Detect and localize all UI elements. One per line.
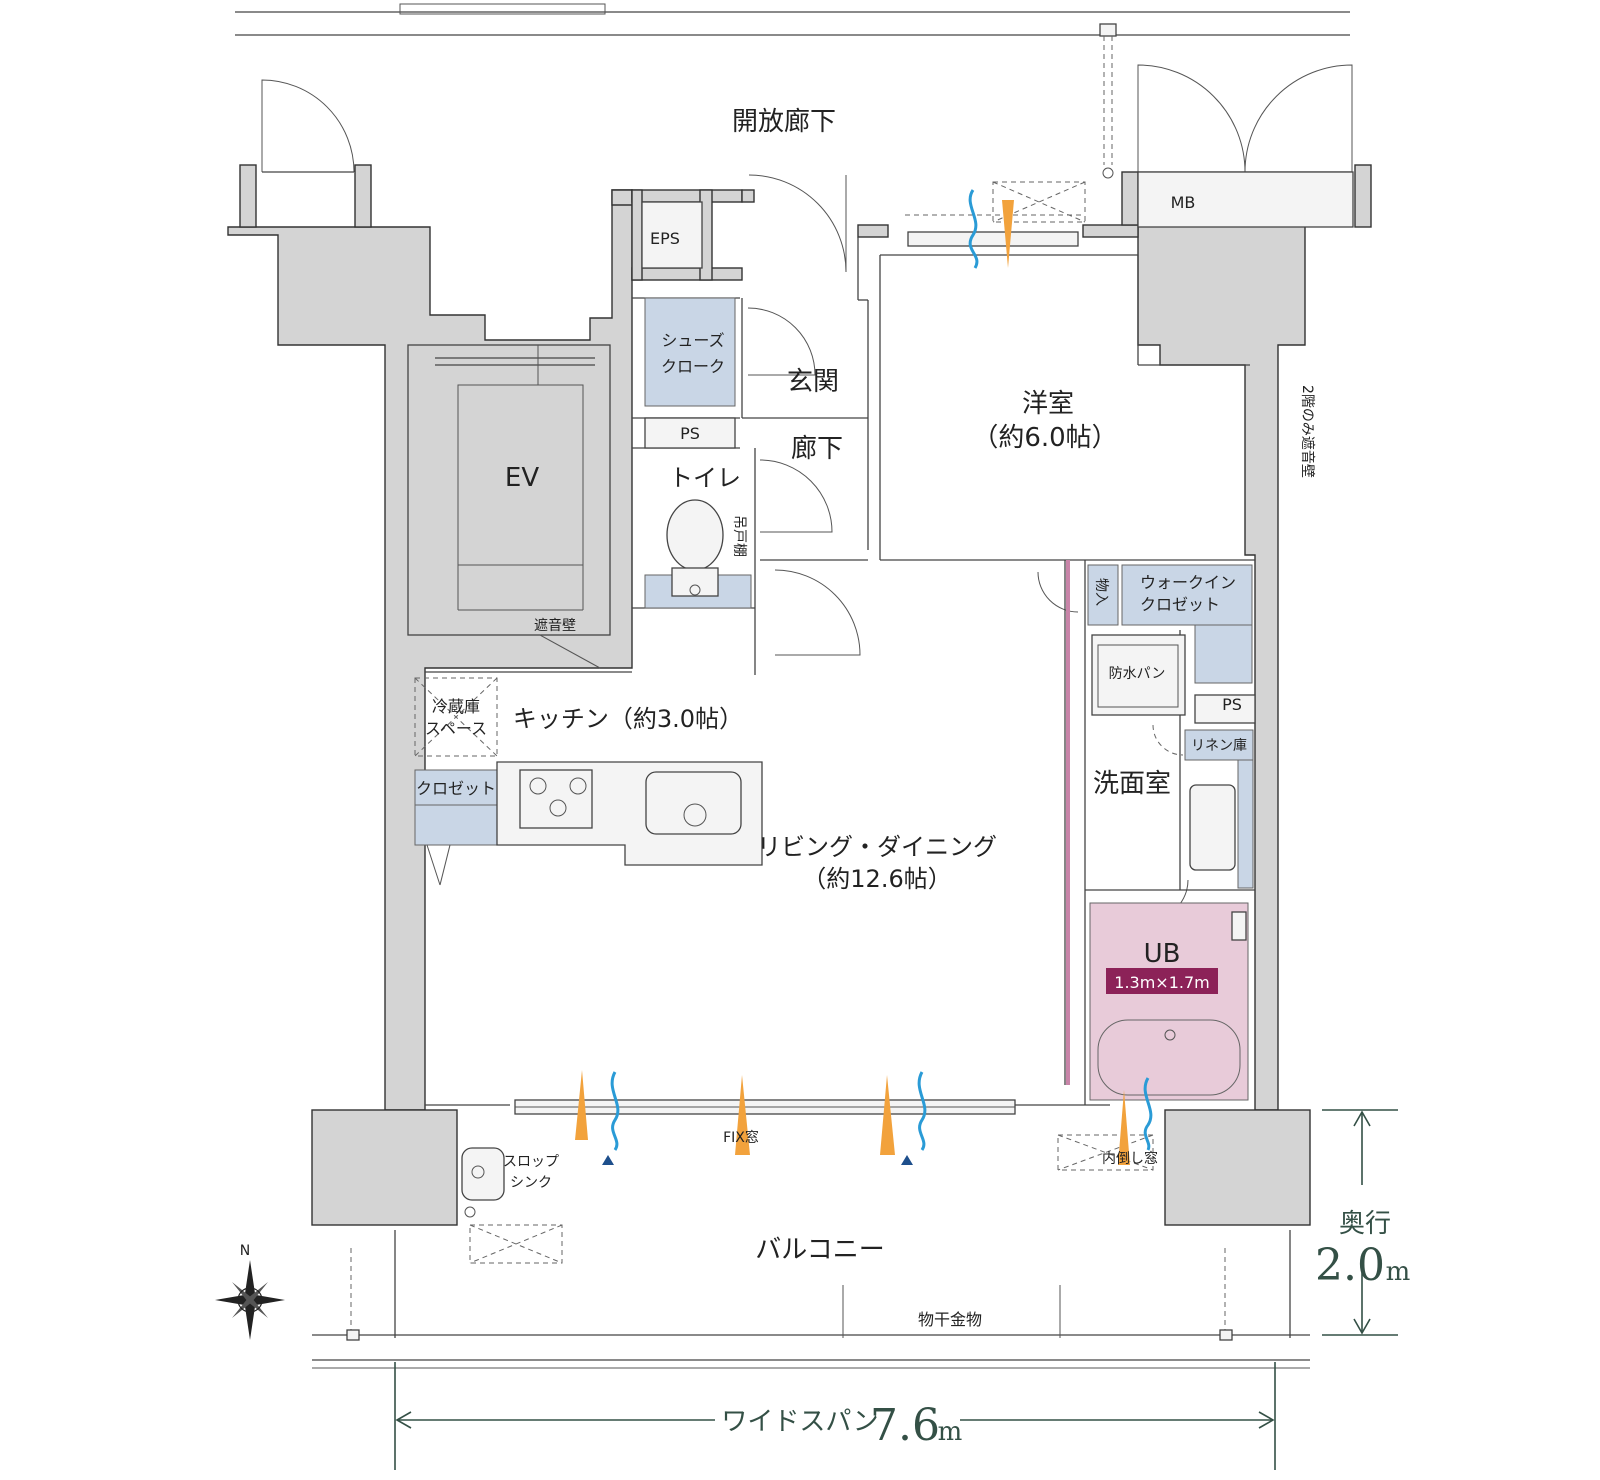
drying-hardware-label: 物干金物 [918, 1310, 982, 1329]
soundproof-wall-2f-label: 2階のみ遮音壁 [1299, 385, 1316, 478]
balcony-label: バルコニー [755, 1235, 884, 1265]
walk-in-closet-label-1: ウォークイン [1140, 573, 1236, 592]
depth-label: 奥行 [1339, 1209, 1391, 1239]
kitchen-label: キッチン（約3.0帖） [513, 705, 743, 733]
depth-unit: m [1386, 1257, 1411, 1287]
waterproof-pan-label: 防水パン [1109, 666, 1166, 682]
living-dining-label: リビング・ダイニング [757, 833, 997, 861]
airflow-orange-icon [1002, 200, 1014, 268]
corridor-railing [235, 3, 1350, 179]
living-dining-size: （約12.6帖） [802, 865, 951, 893]
airflow-orange-icon [1118, 1090, 1130, 1165]
ub-size-badge [1106, 968, 1218, 994]
closet-label: クロゼット [416, 779, 496, 798]
western-room-size: （約6.0帖） [972, 423, 1117, 453]
compass-icon [215, 1260, 285, 1340]
hanging-shelf-label: 吊戸棚 [731, 515, 747, 557]
slop-sink [461, 1147, 505, 1218]
storage-label: 物入 [1093, 578, 1109, 606]
width-value: 7.6 [870, 1400, 940, 1451]
corridor-doors [261, 64, 1353, 921]
ub-label: UB [1144, 939, 1181, 969]
slop-sink-label-2: シンク [510, 1175, 552, 1191]
ub-size-label: 1.3m×1.7m [1114, 973, 1209, 992]
airflow-orange-icon [575, 1070, 588, 1140]
airflow-orange-icon [735, 1075, 750, 1155]
airflow-markers [575, 189, 1153, 1165]
entrance-label: 玄関 [787, 367, 839, 397]
fridge-label-1: 冷蔵庫 [432, 697, 480, 716]
linen-label: リネン庫 [1191, 737, 1247, 754]
corridor-label: 開放廊下 [732, 107, 836, 137]
shoe-cloak-label-2: クローク [661, 357, 725, 376]
toilet-fixture [666, 499, 724, 597]
ev-label: EV [505, 463, 539, 493]
soundproof-wall-label: 遮音壁 [534, 617, 576, 634]
ps-lower-label: PS [1222, 695, 1242, 714]
airflow-blue-icon [1143, 1077, 1153, 1151]
width-dimension [394, 1362, 1276, 1470]
fix-window-label: FIX窓 [723, 1129, 759, 1146]
airflow-orange-icon [880, 1075, 895, 1155]
depth-dimension [1322, 1109, 1398, 1336]
hallway-label: 廊下 [791, 434, 843, 464]
structure-walls [227, 164, 1372, 1226]
western-room-label: 洋室 [1022, 389, 1074, 419]
depth-value: 2.0 [1315, 1240, 1385, 1291]
toilet-label: トイレ [669, 464, 741, 492]
storage-areas [414, 297, 1256, 889]
walk-in-closet-label-2: クロゼット [1140, 595, 1220, 614]
ps-upper-label: PS [680, 424, 700, 443]
washroom-label: 洗面室 [1093, 769, 1171, 799]
airflow-blue-icon [968, 189, 979, 269]
airflow-blue-icon [610, 1071, 620, 1151]
utility-closets [641, 171, 1354, 269]
balcony-railing [312, 1230, 1310, 1369]
kitchen-counter [414, 677, 763, 886]
slop-sink-label-1: スロップ [503, 1154, 559, 1170]
eps-label: EPS [650, 229, 680, 248]
fridge-label-2: スペース [425, 719, 487, 738]
washroom-fixtures [1091, 634, 1236, 871]
shoe-cloak-label-1: シューズ [661, 331, 724, 350]
inward-window-label: 内倒し窓 [1102, 1150, 1158, 1167]
unit-bath [1066, 560, 1249, 1101]
elevator [407, 344, 611, 669]
width-label: ワイドスパン [721, 1407, 878, 1437]
mb-label: MB [1171, 193, 1196, 212]
width-unit: m [938, 1417, 963, 1447]
airflow-blue-icon [917, 1071, 927, 1151]
north-label: N [240, 1243, 250, 1259]
